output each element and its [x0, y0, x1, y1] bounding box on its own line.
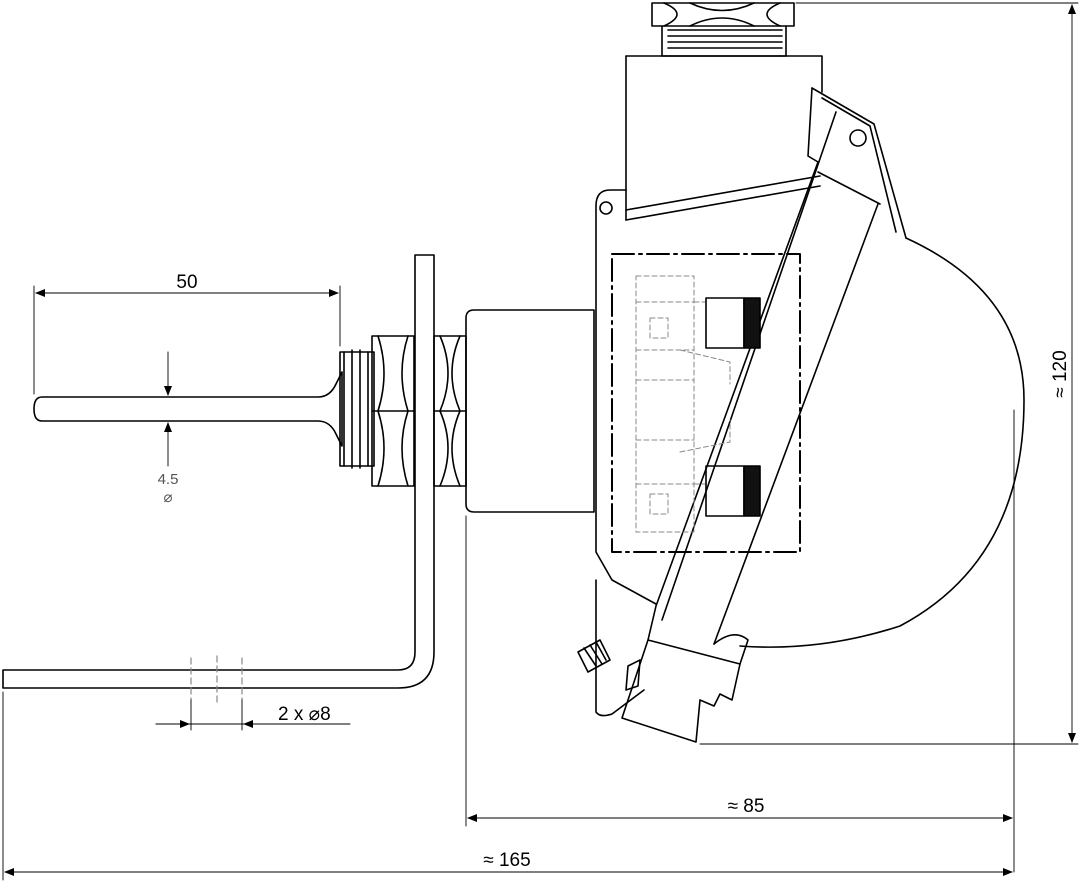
dimension-lines — [4, 4, 1076, 876]
dim-probe-diameter-symbol: ⌀ — [163, 489, 172, 506]
main-housing — [577, 87, 907, 743]
dome-cover — [739, 237, 1025, 648]
cable-gland — [625, 2, 823, 221]
dim-mounting-holes: 2 x ⌀8 — [278, 704, 331, 725]
housing-neck — [465, 309, 595, 513]
sensor-probe — [33, 371, 343, 447]
dim-probe-length: 50 — [176, 272, 197, 293]
dim-housing-width: ≈ 85 — [728, 796, 765, 817]
probe-fitting — [339, 335, 415, 487]
dim-probe-diameter-value: 4.5 — [158, 471, 179, 488]
mounting-bracket — [2, 254, 435, 703]
dim-height: ≈ 120 — [1050, 350, 1071, 397]
terminal-block — [611, 253, 801, 553]
dim-total-width: ≈ 165 — [483, 850, 530, 871]
housing-nut — [433, 335, 467, 487]
